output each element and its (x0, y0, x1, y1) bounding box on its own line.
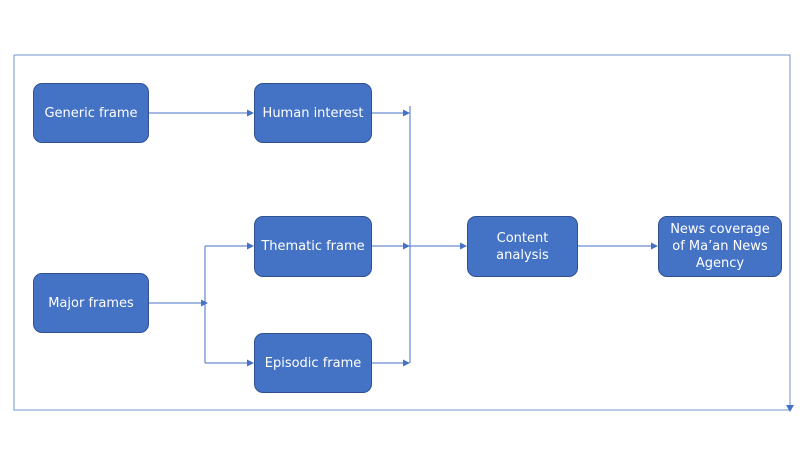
node-human-interest-label: Human interest (262, 105, 364, 121)
node-news-coverage-label: News coverage of Ma’an News Agency (670, 222, 770, 271)
node-content-analysis-label: Content analysis (496, 230, 549, 263)
node-thematic-frame-label: Thematic frame (261, 239, 365, 254)
outer-frame-arrow (786, 405, 794, 412)
node-generic-frame-label: Generic frame (44, 105, 138, 121)
node-major-frames: Major frames (33, 273, 149, 333)
node-episodic-frame: Episodic frame (254, 333, 372, 393)
node-news-coverage: News coverage of Ma’an News Agency (658, 216, 782, 277)
node-thematic-frame: Thematic frame (254, 216, 372, 277)
node-episodic-frame-label: Episodic frame (264, 355, 362, 371)
node-human-interest: Human interest (254, 83, 372, 143)
node-major-frames-label: Major frames (48, 295, 134, 311)
node-generic-frame: Generic frame (33, 83, 149, 143)
node-content-analysis: Content analysis (467, 216, 578, 277)
outer-frame (13, 54, 791, 411)
